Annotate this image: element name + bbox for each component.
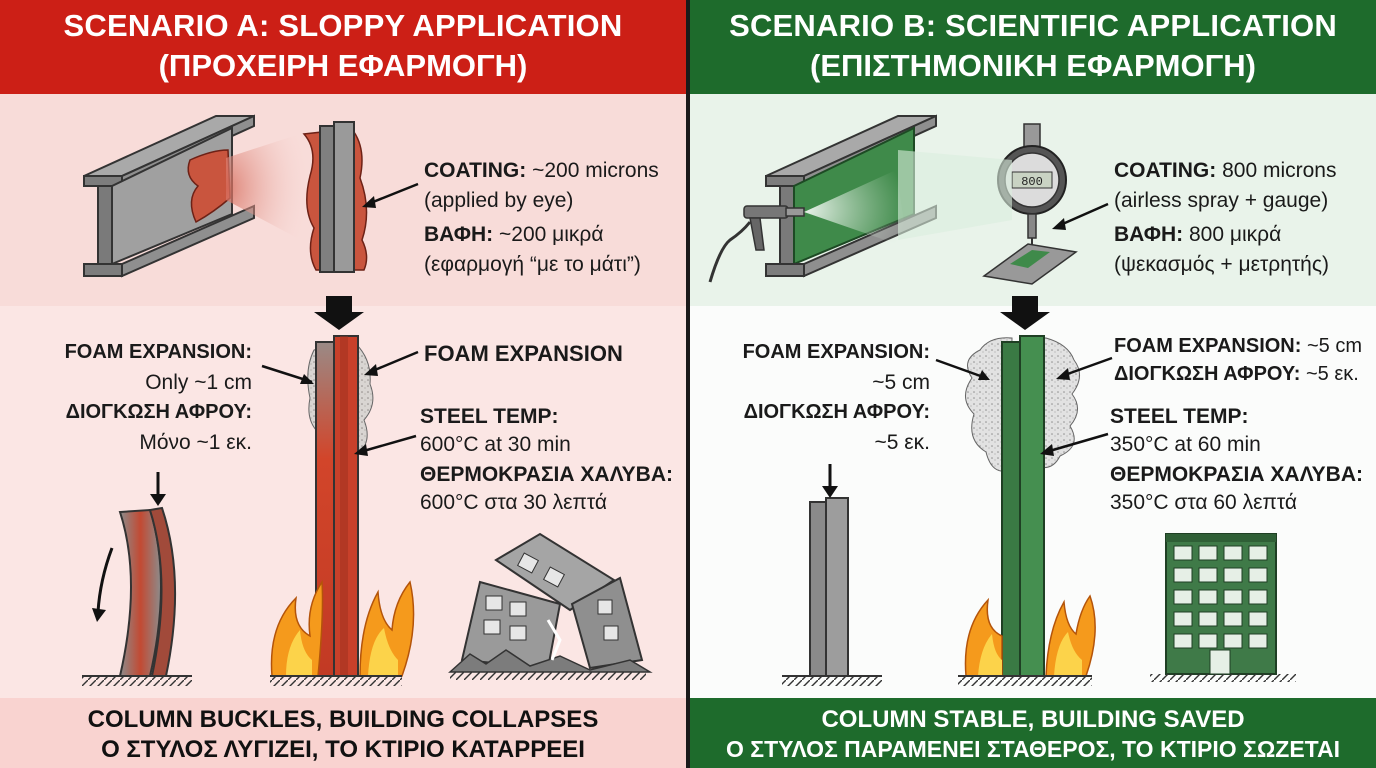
building-window	[1173, 611, 1193, 627]
scenario-b-illustration: 800	[708, 114, 1296, 686]
scenario-a-title-gr: (ΠΡΟΧΕΙΡΗ ΕΦΑΡΜΟΓΗ)	[158, 48, 528, 83]
scenario-a-outcome-gr: Ο ΣΤΥΛΟΣ ΛΥΓΙΖΕΙ, ΤΟ ΚΤΙΡΙΟ ΚΑΤΑΡΡΕΕΙ	[101, 736, 585, 763]
foam-left-value: Only ~1 cm	[145, 371, 252, 394]
building-window	[1173, 567, 1193, 583]
collapsing-building-icon	[448, 532, 653, 673]
spray-mist	[804, 170, 908, 248]
steel-temp-label-gr: ΘΕΡΜΟΚΡΑΣΙΑ ΧΑΛΥΒΑ:	[1110, 463, 1363, 486]
thickness-gauge-icon: 800	[982, 123, 1078, 285]
down-arrow-icon	[1000, 296, 1050, 330]
load-arrow-icon	[822, 486, 838, 498]
building-window	[1248, 633, 1268, 649]
building-windows	[1173, 545, 1268, 649]
building-door	[1209, 649, 1231, 675]
scenario-b-title: SCENARIO B: SCIENTIFIC APPLICATION	[729, 8, 1337, 43]
building-window	[1223, 589, 1243, 605]
foam-left-value: ~5 cm	[872, 371, 930, 394]
scenario-a-title: SCENARIO A: SLOPPY APPLICATION	[63, 8, 623, 43]
coating-value-line-gr: ΒΑΦΗ: ~200 μικρά	[424, 223, 604, 246]
scenario-b-header: SCENARIO B: SCIENTIFIC APPLICATION (ΕΠΙΣ…	[690, 0, 1376, 94]
building-window	[1248, 545, 1268, 561]
coating-method-text: (applied by eye)	[424, 189, 574, 212]
building-window	[1173, 633, 1193, 649]
load-arrow-icon	[150, 494, 166, 506]
stable-column-icon	[809, 497, 849, 677]
fire-flames-icon	[270, 579, 415, 677]
steel-temp-value-gr: 600°C στα 30 λεπτά	[420, 491, 608, 514]
coating-value-line: COATING: ~200 microns	[424, 159, 659, 182]
steel-temp-label: STEEL TEMP:	[420, 405, 559, 428]
thin-coating-closeup-icon	[302, 121, 368, 273]
building-window	[1198, 567, 1218, 583]
scenario-b-title-gr: (ΕΠΙΣΤΗΜΟΝΙΚΗ ΕΦΑΡΜΟΓΗ)	[810, 48, 1256, 83]
scenario-a-panel: COATING: ~200 microns (applied by eye) Β…	[0, 0, 686, 768]
coating-method-text: (airless spray + gauge)	[1114, 189, 1329, 212]
building-window	[1173, 589, 1193, 605]
scenario-b-panel: 800	[690, 0, 1376, 768]
building-window	[1223, 633, 1243, 649]
steel-temp-label: STEEL TEMP:	[1110, 405, 1249, 428]
building-window	[1223, 545, 1243, 561]
leader-arrow-coating	[367, 182, 419, 206]
scenario-a-header: SCENARIO A: SLOPPY APPLICATION (ΠΡΟΧΕΙΡΗ…	[0, 0, 686, 94]
coating-method-text-gr: (εφαρμογή “με το μάτι”)	[424, 253, 641, 276]
i-beam-coated-red-icon	[83, 114, 255, 278]
scenario-b-outcome: COLUMN STABLE, BUILDING SAVED	[821, 706, 1245, 733]
panel-divider	[686, 0, 690, 768]
coating-method-text-gr: (ψεκασμός + μετρητής)	[1114, 253, 1329, 276]
foam-left-label: FOAM EXPANSION:	[742, 341, 930, 363]
building-window	[1248, 567, 1268, 583]
scenario-a-outcome: COLUMN BUCKLES, BUILDING COLLAPSES	[87, 706, 599, 733]
coating-value-line: COATING: 800 microns	[1114, 159, 1337, 182]
scenario-a-footer: COLUMN BUCKLES, BUILDING COLLAPSES Ο ΣΤΥ…	[0, 698, 686, 768]
protected-steel-column-icon	[1001, 335, 1045, 677]
building-window	[1198, 611, 1218, 627]
building-window	[1198, 633, 1218, 649]
foam-layer-right	[1035, 337, 1080, 469]
steel-temp-value-gr: 350°C στα 60 λεπτά	[1110, 491, 1298, 514]
coating-value-line-gr: ΒΑΦΗ: 800 μικρά	[1114, 223, 1282, 246]
foam-left-value-gr: Μόνο ~1 εκ.	[139, 431, 252, 454]
foam-left-label-gr: ΔΙΟΓΚΩΣΗ ΑΦΡΟΥ:	[743, 401, 930, 423]
building-window	[1223, 567, 1243, 583]
foam-left-value-gr: ~5 εκ.	[874, 431, 930, 454]
foam-left-label-gr: ΔΙΟΓΚΩΣΗ ΑΦΡΟΥ:	[65, 401, 252, 423]
buckled-column-icon	[118, 506, 177, 677]
foam-right-line-gr: ΔΙΟΓΚΩΣΗ ΑΦΡΟΥ: ~5 εκ.	[1114, 363, 1359, 385]
foam-right-line: FOAM EXPANSION: ~5 cm	[1114, 335, 1362, 357]
building-window	[1198, 545, 1218, 561]
steel-temp-value: 350°C at 60 min	[1110, 433, 1261, 456]
foam-layer-left	[965, 337, 1013, 472]
building-window	[1173, 545, 1193, 561]
scenario-b-outcome-gr: Ο ΣΤΥΛΟΣ ΠΑΡΑΜΕΝΕΙ ΣΤΑΘΕΡΟΣ, ΤΟ ΚΤΙΡΙΟ Σ…	[725, 736, 1340, 762]
buckling-arrow-icon	[92, 608, 106, 622]
building-window	[1223, 611, 1243, 627]
steel-temp-label-gr: ΘΕΡΜΟΚΡΑΣΙΑ ΧΑΛΥΒΑ:	[420, 463, 673, 486]
steel-temp-value: 600°C at 30 min	[420, 433, 571, 456]
foam-right-label: FOAM EXPANSION	[424, 341, 623, 366]
leader-arrow-gauge	[1057, 202, 1109, 228]
scenario-b-footer: COLUMN STABLE, BUILDING SAVED Ο ΣΤΥΛΟΣ Π…	[690, 698, 1376, 768]
down-arrow-icon	[314, 296, 364, 330]
building-window	[1248, 589, 1268, 605]
building-window	[1198, 589, 1218, 605]
foam-left-label: FOAM EXPANSION:	[64, 341, 252, 363]
scenario-a-illustration	[82, 114, 653, 686]
spray-cone	[226, 130, 312, 246]
gauge-display-text: 800	[1021, 175, 1043, 189]
building-window	[1248, 611, 1268, 627]
fire-flames-icon	[964, 594, 1096, 677]
